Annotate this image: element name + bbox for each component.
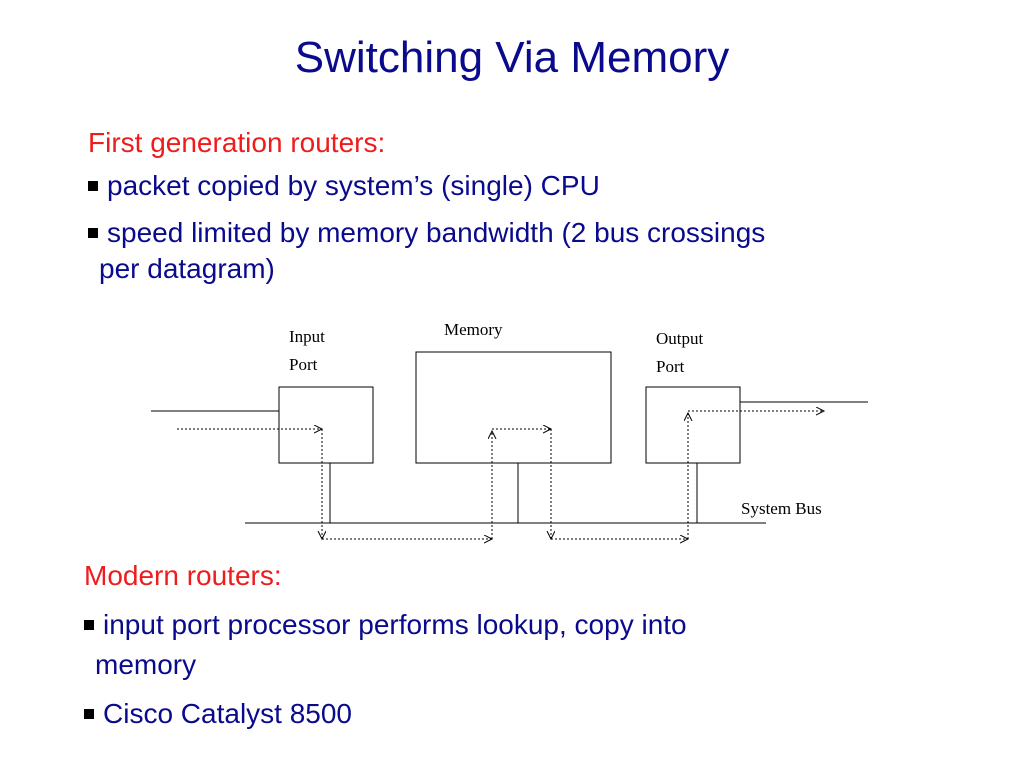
section2-heading: Modern routers:	[84, 560, 282, 591]
section1-bullet-2-continuation: per datagram)	[99, 253, 275, 284]
bullet-text: packet copied by system’s (single) CPU	[107, 170, 600, 201]
bullet-text: input port processor performs lookup, co…	[103, 609, 687, 640]
input-port-box	[278, 386, 374, 464]
bullet-square-icon	[84, 709, 94, 719]
memory-box	[415, 351, 612, 464]
bullet-square-icon	[88, 181, 98, 191]
output-port-box	[645, 386, 741, 464]
input-port-label-2: Port	[289, 355, 318, 374]
section1-bullet-2: speed limited by memory bandwidth (2 bus…	[88, 216, 765, 250]
section1-heading: First generation routers:	[88, 127, 386, 158]
memory-label: Memory	[444, 320, 503, 339]
input-port-label-1: Input	[289, 327, 325, 346]
section2-bullet-1-continuation: memory	[95, 649, 197, 680]
output-port-label-2: Port	[656, 357, 685, 376]
section1-bullet-1: packet copied by system’s (single) CPU	[88, 169, 600, 203]
system-bus-label: System Bus	[741, 499, 822, 518]
slide-title: Switching Via Memory	[294, 33, 730, 82]
section2-bullet-2: Cisco Catalyst 8500	[84, 697, 352, 731]
bullet-square-icon	[88, 228, 98, 238]
output-port-label-1: Output	[656, 329, 704, 348]
bullet-text: Cisco Catalyst 8500	[103, 698, 353, 729]
bullet-square-icon	[84, 620, 94, 630]
bullet-text: speed limited by memory bandwidth (2 bus…	[107, 217, 766, 248]
section2-bullet-1: input port processor performs lookup, co…	[84, 608, 687, 642]
